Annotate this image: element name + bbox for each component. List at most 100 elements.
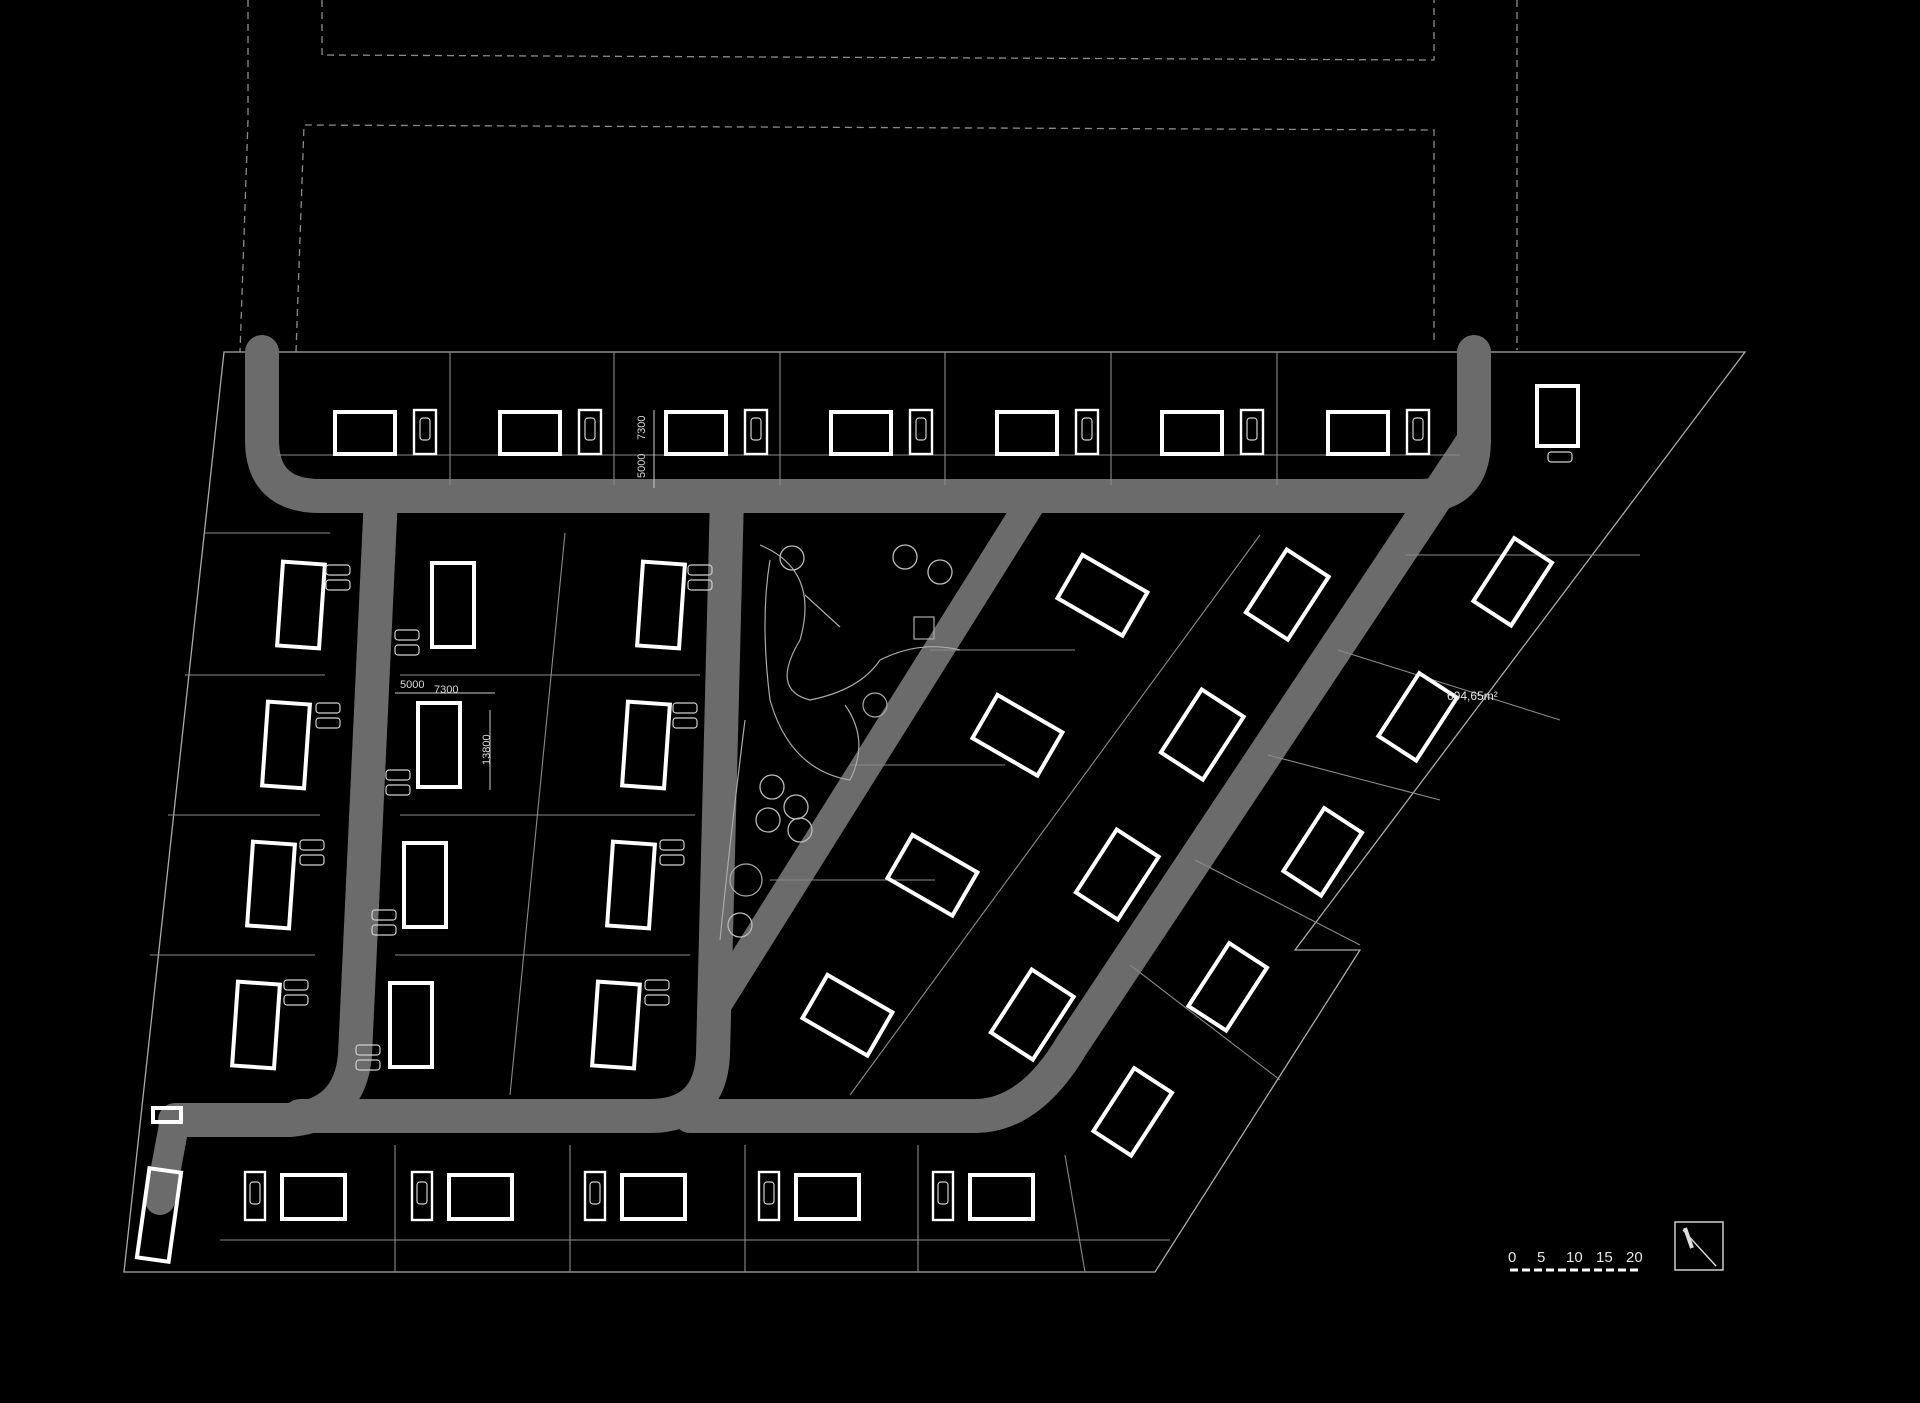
house xyxy=(229,979,283,1071)
house xyxy=(1158,686,1247,783)
house xyxy=(134,1165,184,1265)
house xyxy=(620,1173,687,1221)
house xyxy=(969,692,1066,779)
house xyxy=(498,410,562,456)
house xyxy=(1054,552,1151,639)
house xyxy=(447,1173,514,1221)
house xyxy=(1090,1065,1175,1159)
car-icon xyxy=(659,839,685,851)
car-icon xyxy=(1412,417,1424,441)
house xyxy=(1535,384,1580,448)
lot-lines xyxy=(150,352,1640,1273)
dimension-lines xyxy=(395,410,655,790)
house xyxy=(829,410,893,456)
scale-tick-0: 0 xyxy=(1508,1249,1516,1266)
car-icon xyxy=(325,579,351,591)
car-icon xyxy=(589,1181,601,1205)
carport xyxy=(908,408,934,456)
north-arrow-icon xyxy=(1674,1221,1724,1271)
tree-icon xyxy=(892,544,918,570)
site-boundary xyxy=(123,351,1747,1273)
dimension-label-top-b: 5000 xyxy=(636,454,648,478)
car-icon xyxy=(687,579,713,591)
house xyxy=(1073,826,1162,923)
scale-tick-20: 20 xyxy=(1626,1249,1643,1266)
cars xyxy=(249,417,1573,1205)
car-icon xyxy=(249,1181,261,1205)
car-icon xyxy=(687,564,713,576)
lot-area-label: 604,65m² xyxy=(1447,689,1498,703)
car-icon xyxy=(419,417,431,441)
car-icon xyxy=(644,994,670,1006)
car-icon xyxy=(1246,417,1258,441)
house xyxy=(151,1106,183,1124)
house xyxy=(995,410,1059,456)
house xyxy=(604,839,658,931)
park xyxy=(719,544,961,941)
house xyxy=(1160,410,1224,456)
car-icon xyxy=(355,1044,381,1056)
car-icon xyxy=(915,417,927,441)
car-icon xyxy=(385,769,411,781)
car-icon xyxy=(315,702,341,714)
tree-icon xyxy=(759,774,785,800)
parking-spaces xyxy=(243,408,1431,1222)
car-icon xyxy=(394,644,420,656)
car-icon xyxy=(394,629,420,641)
house xyxy=(244,839,298,931)
dimension-label-top-a: 7300 xyxy=(636,416,648,440)
house xyxy=(799,972,896,1059)
car-icon xyxy=(763,1181,775,1205)
house xyxy=(280,1173,347,1221)
carport xyxy=(583,1170,607,1222)
car-icon xyxy=(937,1181,949,1205)
house xyxy=(664,410,728,456)
carport xyxy=(1405,408,1431,456)
car-icon xyxy=(315,717,341,729)
house xyxy=(1326,410,1390,456)
car-icon xyxy=(659,854,685,866)
tree-icon xyxy=(727,912,753,938)
carport xyxy=(412,408,438,456)
scale-bar: 0 5 10 15 20 xyxy=(1508,1249,1643,1272)
house xyxy=(1185,940,1270,1034)
car-icon xyxy=(584,417,596,441)
car-icon xyxy=(283,994,309,1006)
house xyxy=(416,701,462,789)
road-network xyxy=(145,335,1491,1215)
carport xyxy=(243,1170,267,1222)
house xyxy=(1375,670,1460,764)
house xyxy=(884,832,981,919)
car-icon xyxy=(1081,417,1093,441)
houses xyxy=(134,384,1580,1265)
carport xyxy=(577,408,603,456)
car-icon xyxy=(355,1059,381,1071)
house xyxy=(619,699,673,791)
house xyxy=(589,979,643,1071)
carport xyxy=(757,1170,781,1222)
tree-icon xyxy=(927,559,953,585)
car-icon xyxy=(385,784,411,796)
car-icon xyxy=(299,854,325,866)
house xyxy=(274,559,328,651)
house xyxy=(794,1173,861,1221)
carport xyxy=(743,408,769,456)
house xyxy=(333,410,397,456)
dimension-label-mid-c: 13800 xyxy=(481,734,493,765)
car-icon xyxy=(416,1181,428,1205)
car-icon xyxy=(672,717,698,729)
car-icon xyxy=(750,417,762,441)
house xyxy=(402,841,448,929)
house xyxy=(968,1173,1035,1221)
house xyxy=(634,559,688,651)
house xyxy=(988,966,1077,1063)
carport xyxy=(931,1170,955,1222)
scale-tick-15: 15 xyxy=(1596,1249,1613,1266)
house xyxy=(259,699,313,791)
dimension-label-mid-b: 7300 xyxy=(434,684,458,696)
car-icon xyxy=(371,909,397,921)
house xyxy=(1280,805,1365,899)
tree-icon xyxy=(755,807,781,833)
